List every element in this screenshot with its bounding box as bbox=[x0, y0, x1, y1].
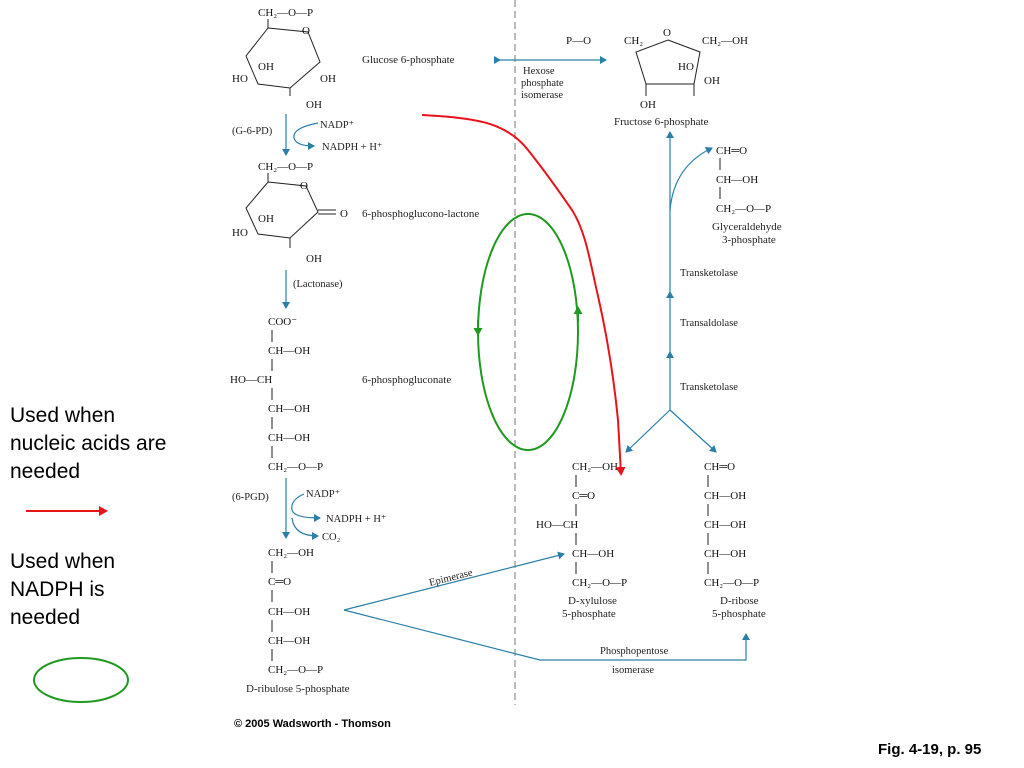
svg-text:OH: OH bbox=[258, 61, 274, 73]
svg-text:C═O: C═O bbox=[268, 576, 291, 588]
figure-reference: Fig. 4-19, p. 95 bbox=[878, 741, 982, 758]
xylulose-5-phosphate-structure: CH₂—OH C═O HO—CH CH—OH CH₂—O—P D-xylulos… bbox=[536, 461, 627, 620]
svg-text:CH—OH: CH—OH bbox=[704, 548, 746, 560]
svg-text:CH₂—O—P: CH₂—O—P bbox=[268, 461, 323, 473]
g6pd-label: (G-6-PD) bbox=[232, 126, 273, 137]
svg-text:CH—OH: CH—OH bbox=[268, 635, 310, 647]
glucose-6-phosphate-structure: CH₂—O—P O OH HO OH OH Glucose 6-phosphat… bbox=[232, 7, 455, 111]
svg-text:Glyceraldehyde: Glyceraldehyde bbox=[712, 221, 782, 233]
svg-text:OH: OH bbox=[306, 253, 322, 265]
svg-text:D-ribose: D-ribose bbox=[720, 595, 759, 607]
svg-text:CH₂—OH: CH₂—OH bbox=[572, 461, 618, 473]
legend-nadph-text: Used when NADPH is needed bbox=[10, 550, 116, 629]
copyright-text: © 2005 Wadsworth - Thomson bbox=[234, 718, 391, 730]
svg-text:CH—OH: CH—OH bbox=[268, 403, 310, 415]
nadp-label-2: NADP⁺ bbox=[306, 489, 341, 500]
transketolase-label-2: Transketolase bbox=[680, 382, 738, 393]
transketolase-label-1: Transketolase bbox=[680, 268, 738, 279]
lactonase-label: (Lactonase) bbox=[293, 279, 343, 290]
epimerase-step: Epimerase bbox=[343, 551, 565, 611]
lactonase-step: (Lactonase) bbox=[282, 270, 343, 309]
svg-text:CH₂—O—P: CH₂—O—P bbox=[258, 7, 313, 19]
svg-text:CH—OH: CH—OH bbox=[268, 606, 310, 618]
svg-text:isomerase: isomerase bbox=[521, 90, 563, 101]
svg-text:O: O bbox=[663, 27, 671, 39]
transaldolase-label: Transaldolase bbox=[680, 318, 738, 329]
svg-text:CH═O: CH═O bbox=[704, 461, 735, 473]
svg-text:HO—CH: HO—CH bbox=[230, 374, 272, 386]
svg-text:OH: OH bbox=[640, 99, 656, 111]
svg-text:CH—OH: CH—OH bbox=[704, 490, 746, 502]
fructose-6-phosphate-label: Fructose 6-phosphate bbox=[614, 116, 709, 128]
svg-text:O: O bbox=[302, 25, 310, 37]
svg-text:CH—OH: CH—OH bbox=[704, 519, 746, 531]
svg-text:HO—CH: HO—CH bbox=[536, 519, 578, 531]
ribulose-label: D-ribulose 5-phosphate bbox=[246, 683, 350, 695]
svg-text:CH₂—O—P: CH₂—O—P bbox=[716, 203, 771, 215]
svg-text:5-phosphate: 5-phosphate bbox=[562, 608, 616, 620]
svg-text:CH—OH: CH—OH bbox=[268, 345, 310, 357]
lactone-label: 6-phosphoglucono-lactone bbox=[362, 208, 479, 220]
svg-text:OH: OH bbox=[258, 213, 274, 225]
svg-text:HO: HO bbox=[232, 73, 248, 85]
transketolase-chain: Transketolase Transaldolase Transketolas… bbox=[625, 131, 738, 453]
hexose-phosphate-isomerase-step: Hexose phosphate isomerase bbox=[494, 56, 607, 101]
nucleic-acid-route-arrow bbox=[421, 114, 626, 476]
svg-text:CH₂—O—P: CH₂—O—P bbox=[704, 577, 759, 589]
co2-label: CO₂ bbox=[322, 532, 341, 543]
svg-text:5-phosphate: 5-phosphate bbox=[712, 608, 766, 620]
svg-text:CH₂—O—P: CH₂—O—P bbox=[572, 577, 627, 589]
svg-text:OH: OH bbox=[704, 75, 720, 87]
svg-text:Hexose: Hexose bbox=[523, 66, 555, 77]
phosphoglucono-lactone-structure: CH₂—O—P O O OH HO OH 6-phosphoglucono-la… bbox=[232, 161, 479, 265]
nadph-label: NADPH + H⁺ bbox=[322, 142, 383, 153]
svg-text:CH—OH: CH—OH bbox=[716, 174, 758, 186]
phosphogluconate-label: 6-phosphogluconate bbox=[362, 374, 451, 386]
svg-text:CH₂: CH₂ bbox=[624, 35, 643, 47]
svg-text:C═O: C═O bbox=[572, 490, 595, 502]
svg-text:OH: OH bbox=[320, 73, 336, 85]
svg-text:COO⁻: COO⁻ bbox=[268, 316, 297, 328]
svg-text:P—O: P—O bbox=[566, 35, 591, 47]
svg-text:CH═O: CH═O bbox=[716, 145, 747, 157]
svg-text:CH—OH: CH—OH bbox=[572, 548, 614, 560]
svg-text:isomerase: isomerase bbox=[612, 665, 654, 676]
svg-text:3-phosphate: 3-phosphate bbox=[722, 234, 776, 246]
svg-text:CH₂—OH: CH₂—OH bbox=[268, 547, 314, 559]
svg-text:D-xylulose: D-xylulose bbox=[568, 595, 617, 607]
phosphopentose-isomerase-step: Phosphopentose isomerase bbox=[343, 609, 750, 676]
svg-text:HO: HO bbox=[232, 227, 248, 239]
svg-text:phosphate: phosphate bbox=[521, 78, 564, 89]
pgd-label: (6-PGD) bbox=[232, 492, 269, 503]
svg-text:O: O bbox=[300, 180, 308, 192]
ribose-5-phosphate-structure: CH═O CH—OH CH—OH CH—OH CH₂—O—P D-ribose … bbox=[704, 461, 766, 620]
fructose-6-phosphate-structure: P—O CH₂ O CH₂—OH HO OH OH Fructose 6-pho… bbox=[566, 27, 748, 128]
phosphogluconate-structure: COO⁻ CH—OH HO—CH CH—OH CH—OH CH₂—O—P 6-p… bbox=[230, 316, 451, 473]
ribulose-5-phosphate-structure: CH₂—OH C═O CH—OH CH—OH CH₂—O—P D-ribulos… bbox=[246, 547, 350, 695]
glucose-6-phosphate-label: Glucose 6-phosphate bbox=[362, 54, 455, 66]
svg-text:OH: OH bbox=[306, 99, 322, 111]
epimerase-label: Epimerase bbox=[428, 567, 474, 588]
glyceraldehyde-3-phosphate-structure: CH═O CH—OH CH₂—O—P Glyceraldehyde 3-phos… bbox=[712, 145, 782, 246]
g6pd-step: (G-6-PD) NADP⁺ NADPH + H⁺ bbox=[232, 114, 383, 156]
svg-text:CH₂—O—P: CH₂—O—P bbox=[268, 664, 323, 676]
svg-text:Phosphopentose: Phosphopentose bbox=[600, 646, 669, 657]
pgd-step: (6-PGD) NADP⁺ NADPH + H⁺ CO₂ bbox=[232, 478, 387, 543]
legend-green-ellipse bbox=[33, 657, 129, 703]
svg-text:O: O bbox=[340, 208, 348, 220]
svg-text:CH₂—OH: CH₂—OH bbox=[702, 35, 748, 47]
nadph-label-2: NADPH + H⁺ bbox=[326, 514, 387, 525]
svg-text:CH—OH: CH—OH bbox=[268, 432, 310, 444]
svg-text:CH₂—O—P: CH₂—O—P bbox=[258, 161, 313, 173]
legend-nucleic-acids-text: Used when nucleic acids are needed bbox=[10, 404, 167, 483]
nadph-cycle bbox=[473, 213, 583, 451]
nadp-label: NADP⁺ bbox=[320, 120, 355, 131]
nadph-cycle-ellipse bbox=[477, 213, 579, 451]
svg-text:HO: HO bbox=[678, 61, 694, 73]
